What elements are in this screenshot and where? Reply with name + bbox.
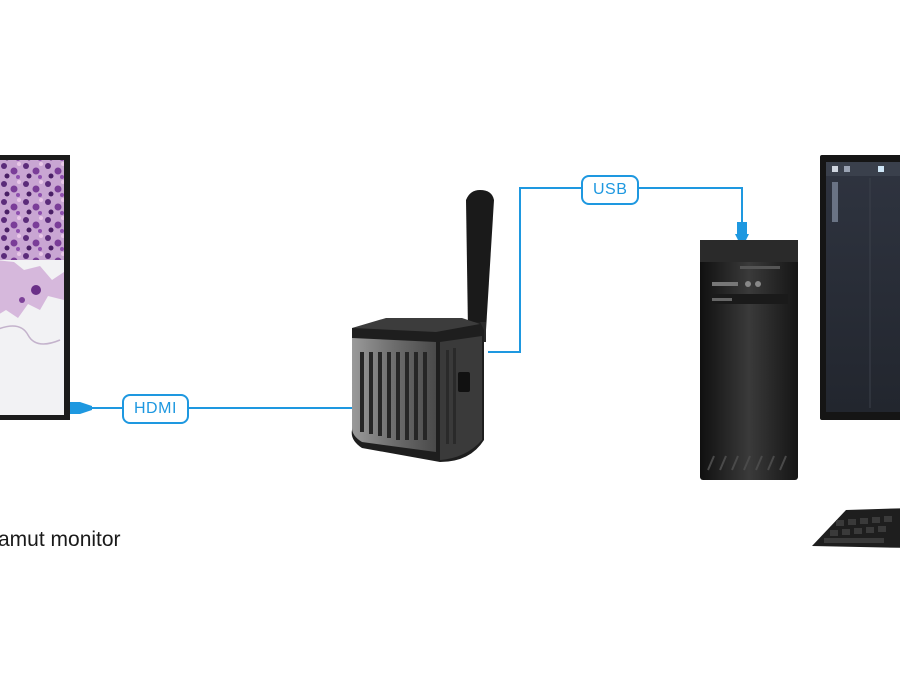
camera-icon (351, 190, 494, 462)
pc-monitor-icon (820, 155, 900, 420)
hdmi-cable (70, 402, 352, 414)
hdmi-label: HDMI (122, 394, 189, 424)
monitor-icon (0, 155, 70, 420)
pc-tower-icon (700, 240, 798, 480)
usb-cable (488, 187, 749, 353)
keyboard-icon (812, 508, 900, 548)
monitor-caption: amut monitor (0, 528, 121, 551)
usb-label: USB (581, 175, 640, 205)
